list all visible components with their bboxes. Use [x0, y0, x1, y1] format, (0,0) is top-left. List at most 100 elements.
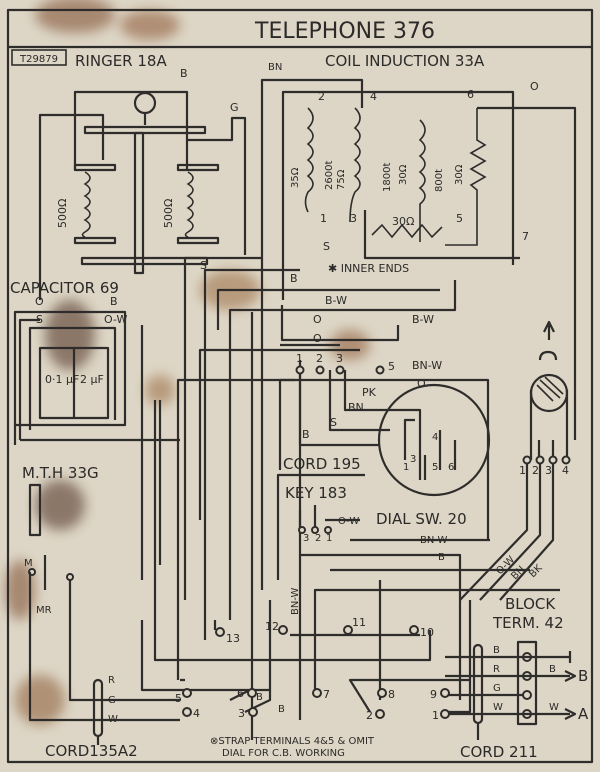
- cord135-wire-w: W: [108, 714, 118, 725]
- terminal-4: 4: [193, 707, 200, 720]
- mth-m-label: M: [24, 558, 33, 569]
- terminal-11: 11: [352, 616, 366, 629]
- key-183: KEY 183 O-W 3 2 1: [276, 473, 365, 580]
- induction-coil: COIL INDUCTION 33A BN O 2 4 6 1 3 5 7 35…: [260, 52, 577, 590]
- wiring: [18, 256, 457, 740]
- terminal-6: 6: [237, 687, 244, 700]
- cord195-label: CORD 195: [283, 455, 361, 473]
- cord195-terminal-1: 1: [296, 352, 303, 365]
- cord-211: CORD 211: [460, 643, 538, 761]
- key-terminal-2: 2: [315, 533, 321, 544]
- mth-mr-label: MR: [36, 605, 52, 616]
- block-wire-g: G: [493, 683, 501, 694]
- coil-terminal-2: 2: [318, 90, 325, 103]
- dial-terminal-1: 1: [403, 462, 409, 473]
- winding-800t: 800t: [434, 169, 445, 192]
- wire-o-label-3: O: [313, 332, 322, 345]
- line-output-a: A: [578, 705, 589, 723]
- resistor-30-ohm: 30Ω: [392, 215, 414, 228]
- winding-2600t: 2600t: [324, 161, 335, 190]
- drawing-number-box: [11, 49, 67, 66]
- receiver-terminal-2: 2: [532, 464, 539, 477]
- block-terminal-42: BLOCK TERM. 42 B R G W B W B A: [445, 595, 589, 726]
- wire-b-label-2: B: [302, 428, 310, 441]
- key-wire-ow: O-W: [338, 516, 359, 527]
- coil-terminal-4: 4: [370, 90, 377, 103]
- capacitor-value-2: 2 μF: [80, 373, 104, 386]
- dial-label: DIAL SW. 20: [376, 510, 467, 528]
- ringer-wire-g: G: [230, 101, 239, 114]
- mth-label: M.T.H 33G: [22, 464, 99, 482]
- wire-bn-label-2: BN: [348, 401, 364, 414]
- winding-30-ohm: 30Ω: [398, 164, 409, 185]
- wire-s-label-2: S: [200, 259, 207, 272]
- wire-s-label: S: [323, 240, 330, 253]
- cord211-label: CORD 211: [460, 743, 538, 761]
- winding-1800t: 1800t: [382, 163, 393, 192]
- wire-bn-label: BN: [268, 62, 282, 73]
- winding-35-ohm: 35Ω: [290, 167, 301, 188]
- inner-ends-note: ✱ INNER ENDS: [328, 262, 409, 275]
- capacitor-wire-ow: O-W: [104, 313, 127, 326]
- wire-o-label: O: [530, 80, 539, 93]
- wire-bw-label: B-W: [325, 294, 347, 307]
- winding-30-ohm-2: 30Ω: [454, 164, 465, 185]
- dial-switch: 1 3 4 5 6 DIAL SW. 20: [376, 378, 491, 540]
- cord135-label: CORD135A2: [45, 742, 138, 760]
- line-output-b: B: [578, 667, 588, 685]
- terminal-12: 12: [265, 620, 279, 633]
- cord135-wire-g: G: [108, 695, 116, 706]
- terminal-7: 7: [323, 688, 330, 701]
- terminal3-wire-b-1: B: [256, 692, 263, 703]
- terminal-5: 5: [175, 692, 182, 705]
- ringer-label: RINGER 18A: [75, 52, 167, 70]
- cord-135a2: R G W CORD135A2: [45, 675, 138, 760]
- block-wire-b: B: [493, 645, 500, 656]
- mth-33g: M.T.H 33G M MR: [22, 464, 180, 722]
- terminal-8: 8: [388, 688, 395, 701]
- capacitor-label: CAPACITOR 69: [10, 279, 119, 297]
- ringer: RINGER 18A B G 500Ω 500Ω: [38, 52, 247, 300]
- capacitor-wire-s: S: [36, 313, 43, 326]
- coil-terminal-1: 1: [320, 212, 327, 225]
- terminal-10: 10: [420, 626, 434, 639]
- block-line-w: W: [549, 702, 559, 713]
- outer-border: [6, 8, 594, 764]
- strap-note-line-1: ⊗STRAP TERMINALS 4&5 & OMIT: [210, 736, 375, 747]
- capacitor: CAPACITOR 69 O B S O-W 0·1 μF 2 μF: [10, 279, 127, 445]
- cord195-terminal-2: 2: [316, 352, 323, 365]
- ringer-coil-left-resistance: 500Ω: [56, 199, 69, 228]
- block-wire-r: R: [493, 664, 500, 675]
- strap-note-line-2: DIAL FOR C.B. WORKING: [222, 748, 345, 759]
- cord195-terminal-3: 3: [336, 352, 343, 365]
- induction-coil-label: COIL INDUCTION 33A: [325, 52, 485, 70]
- dial-terminal-3: 3: [410, 454, 416, 465]
- wire-o-label-4: O: [417, 377, 426, 390]
- terminal-13: 13: [226, 632, 240, 645]
- coil-terminal-7: 7: [522, 230, 529, 243]
- drawing-number: T29879: [19, 54, 58, 65]
- block-label-2: TERM. 42: [492, 614, 564, 632]
- coil-terminal-3: 3: [350, 212, 357, 225]
- coil-terminal-5: 5: [456, 212, 463, 225]
- cord195-terminal-5: 5: [388, 360, 395, 373]
- terminal3-wire-b-2: B: [278, 704, 285, 715]
- lower-wire-b: B: [438, 552, 445, 563]
- wire-bw-label-2: B-W: [412, 313, 434, 326]
- terminal-1: 1: [432, 709, 439, 722]
- ringer-wire-b: B: [180, 67, 188, 80]
- receiver-terminal-1: 1: [519, 464, 526, 477]
- winding-75-ohm: 75Ω: [336, 169, 347, 190]
- capacitor-wire-o: O: [35, 295, 44, 308]
- dial-terminal-5: 5: [432, 462, 438, 473]
- receiver-terminal-3: 3: [545, 464, 552, 477]
- capacitor-value-1: 0·1 μF: [45, 373, 79, 386]
- block-label-1: BLOCK: [505, 595, 556, 613]
- receiver: 1 2 3 4: [459, 320, 571, 601]
- dial-terminal-6: 6: [448, 462, 454, 473]
- diagram-title: TELEPHONE 376: [254, 19, 435, 44]
- ringer-coil-right-resistance: 500Ω: [162, 199, 175, 228]
- wire-bnw-label: BN-W: [412, 359, 442, 372]
